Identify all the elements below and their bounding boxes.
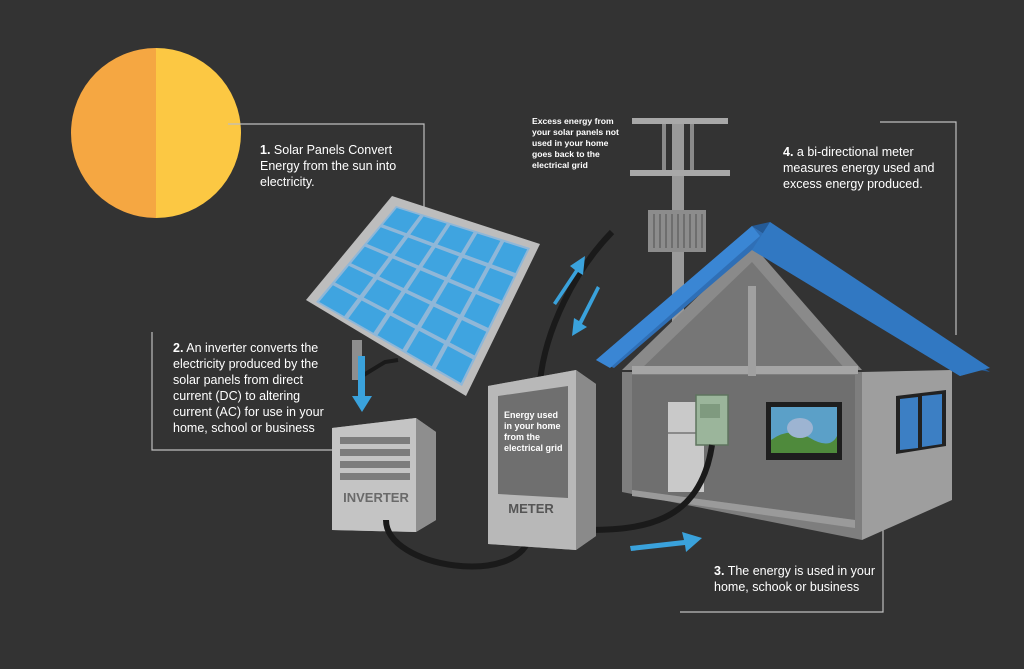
arrow-panel-to-inverter <box>352 356 372 412</box>
solar-cell <box>422 247 459 278</box>
arrow-to-house <box>630 532 702 552</box>
callout-number: 4. <box>783 145 794 159</box>
solar-cell <box>492 242 528 273</box>
arrow-down-from-grid <box>572 286 600 336</box>
solar-cell <box>319 285 358 317</box>
solar-cell <box>464 233 501 264</box>
callout-text: An inverter converts the electricity pro… <box>173 341 324 435</box>
solar-cell <box>335 265 374 296</box>
meter-label: METER <box>508 501 554 516</box>
grid-cable <box>537 229 615 383</box>
grid-return-note: Excess energy from your solar panels not… <box>532 116 619 170</box>
solar-cell <box>406 330 444 367</box>
inverter-icon <box>332 418 533 570</box>
solar-cell <box>348 300 387 333</box>
callout-solar-panels: 1. Solar Panels Convert Energy from the … <box>260 142 420 190</box>
solar-cell <box>421 306 458 341</box>
solar-cell <box>477 268 514 301</box>
solar-cell <box>379 258 417 288</box>
solar-cell <box>449 320 487 356</box>
callout-text: The energy is used in your home, schook … <box>714 564 875 594</box>
sun-icon <box>71 48 241 218</box>
leader-line-energy <box>680 528 884 613</box>
callout-inverter: 2. An inverter converts the electricity … <box>173 340 333 436</box>
solar-cell <box>383 207 420 234</box>
solar-cell <box>363 279 402 311</box>
house-cable <box>583 444 715 533</box>
callout-number: 2. <box>173 341 184 355</box>
solar-cell <box>394 237 432 266</box>
solar-cell <box>435 282 473 315</box>
callout-text: Solar Panels Convert Energy from the sun… <box>260 143 397 189</box>
callout-meter: 4. a bi-directional meter measures energ… <box>783 144 943 192</box>
solar-cell <box>407 270 445 302</box>
solar-cell <box>410 216 447 244</box>
callout-energy-use: 3. The energy is used in your home, scho… <box>714 563 884 595</box>
solar-cell <box>367 227 405 254</box>
solar-cell <box>351 246 389 275</box>
meter-icon <box>488 370 596 550</box>
solar-cell <box>463 294 500 328</box>
callout-number: 3. <box>714 564 725 578</box>
solar-cell <box>437 224 474 254</box>
solar-cell <box>450 257 487 289</box>
arrow-up-to-grid <box>553 256 585 305</box>
leader-line-meter <box>880 121 957 335</box>
meter-screen-text: Energy used in your home from the electr… <box>504 410 563 453</box>
solar-cell <box>377 315 416 350</box>
arrow-icon <box>352 256 702 552</box>
callout-number: 1. <box>260 143 271 157</box>
house-icon <box>596 222 990 540</box>
solar-panel-icon <box>306 196 540 396</box>
solar-cell <box>435 346 473 383</box>
solar-cell <box>392 293 430 326</box>
callout-text: a bi-directional meter measures energy u… <box>783 145 935 191</box>
inverter-label: INVERTER <box>343 490 409 505</box>
leader-line-inverter <box>151 332 355 451</box>
